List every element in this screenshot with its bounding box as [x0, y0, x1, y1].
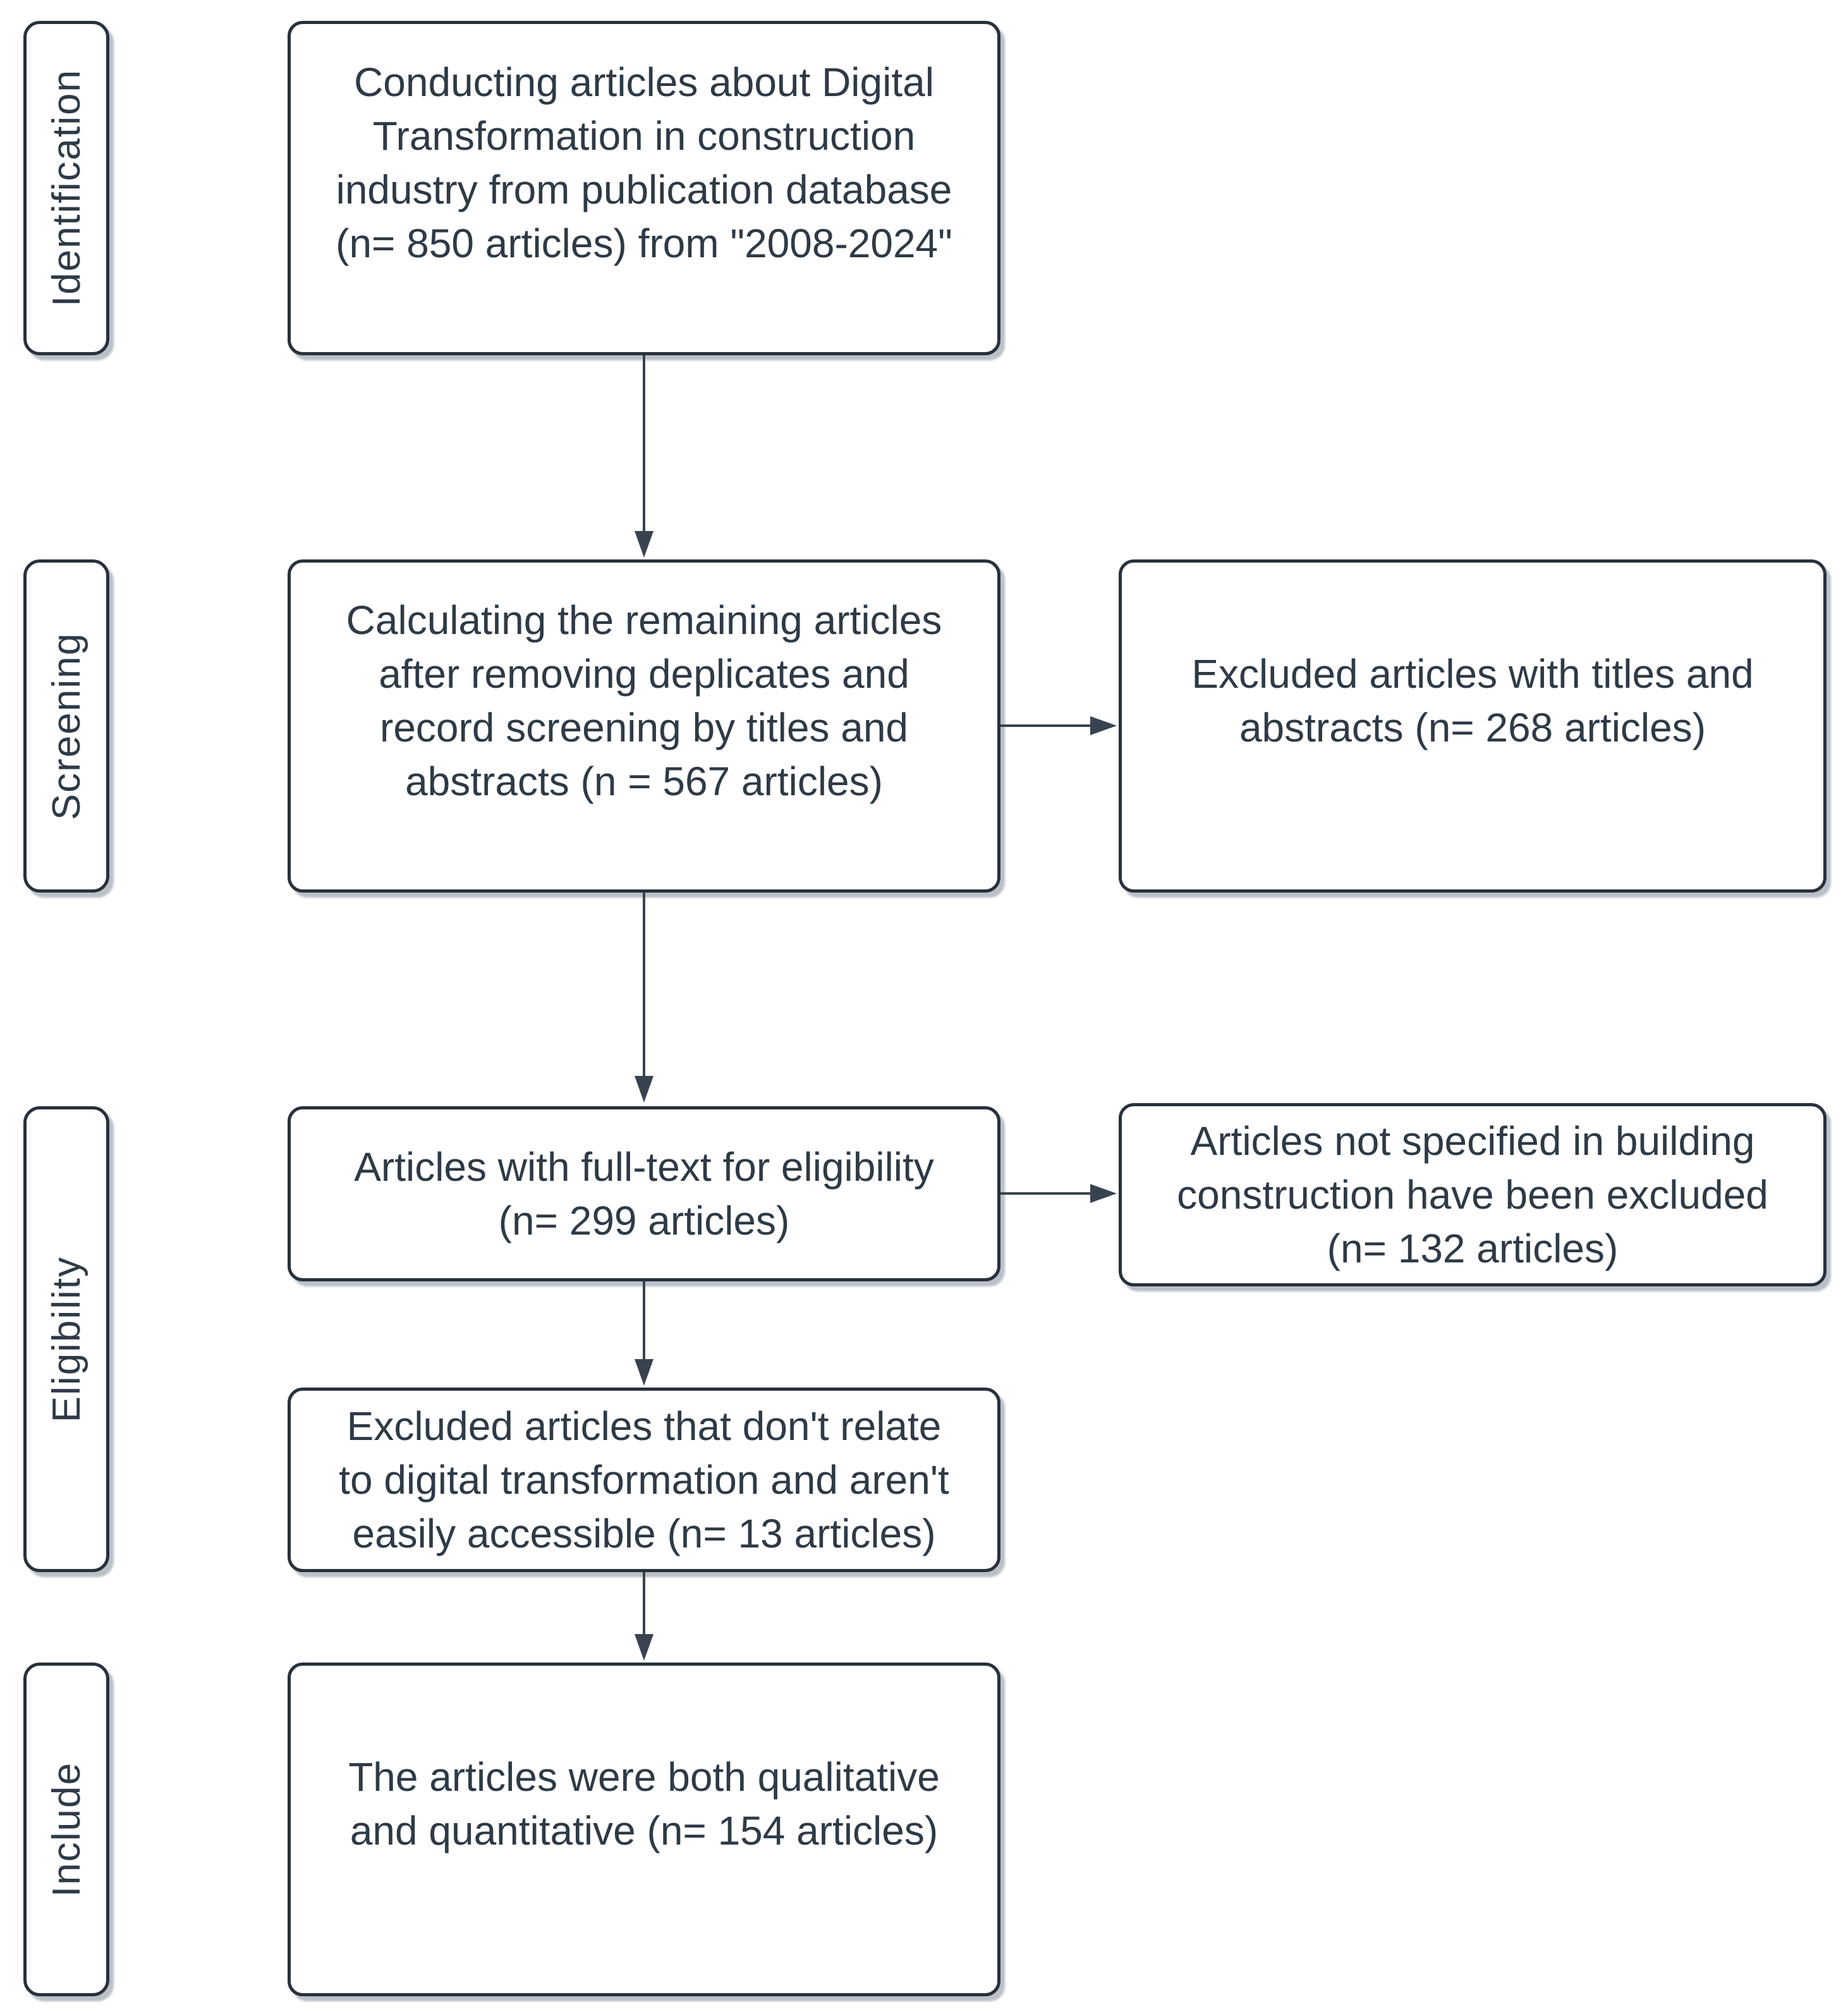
box-excluded-titles-abstracts-text: Excluded articles with titles and abstrac…: [1122, 647, 1823, 755]
box-fulltext-eligibility: Articles with full-text for eligibility (…: [288, 1106, 1000, 1281]
box-text-line: abstracts (n = 567 articles): [405, 758, 883, 804]
box-text-line: and quantitative (n= 154 articles): [350, 1808, 939, 1853]
stage-label-eligibility-text: Eligibility: [44, 1255, 88, 1423]
box-screening-remaining: Calculating the remaining articles after …: [288, 559, 1000, 893]
box-text-line: to digital transformation and aren't: [339, 1456, 949, 1503]
stage-label-include-text: Include: [44, 1762, 88, 1897]
box-text-line: Calculating the remaining articles: [346, 597, 942, 643]
box-text-line: construction have been excluded: [1177, 1171, 1768, 1218]
stage-label-identification-text: Identification: [44, 69, 88, 307]
arrow-screening-to-eligibility: [643, 893, 645, 1076]
box-text-line: easily accessible (n= 13 articles): [352, 1510, 936, 1556]
box-fulltext-eligibility-text: Articles with full-text for eligibility (…: [291, 1140, 997, 1248]
arrow-eligibility-to-include: [643, 1572, 645, 1634]
box-included-final-text: The articles were both qualitative and qu…: [291, 1750, 997, 1858]
box-text-line: Articles with full-text for eligibility: [354, 1144, 934, 1190]
arrow-screening-to-excluded-titles: [1000, 724, 1090, 727]
box-text-line: The articles were both qualitative: [348, 1754, 940, 1800]
arrow-fulltext-to-excluded-not-related: [643, 1281, 645, 1359]
box-text-line: record screening by titles and: [380, 704, 908, 750]
box-text-line: Articles not specified in building: [1190, 1118, 1755, 1164]
stage-label-screening: Screening: [23, 559, 109, 893]
arrow-fulltext-to-excluded-building: [1000, 1192, 1090, 1195]
stage-label-identification: Identification: [23, 21, 109, 355]
box-text-line: Conducting articles about Digital: [354, 59, 934, 105]
box-excluded-not-building-text: Articles not specified in building constr…: [1122, 1114, 1823, 1276]
box-text-line: Excluded articles with titles and: [1191, 650, 1754, 697]
box-text-line: after removing deplicates and: [379, 650, 909, 697]
box-text-line: abstracts (n= 268 articles): [1239, 704, 1706, 750]
box-text-line: (n= 850 articles) from "2008-2024": [336, 220, 952, 266]
box-screening-remaining-text: Calculating the remaining articles after …: [291, 594, 997, 809]
box-included-final: The articles were both qualitative and qu…: [288, 1663, 1000, 1996]
box-text-line: (n= 132 articles): [1327, 1225, 1619, 1271]
box-excluded-not-related-text: Excluded articles that don't relate to di…: [291, 1400, 997, 1561]
box-text-line: (n= 299 articles): [498, 1197, 790, 1243]
box-text-line: Excluded articles that don't relate: [346, 1403, 942, 1449]
stage-label-include: Include: [23, 1663, 109, 1996]
stage-label-screening-text: Screening: [44, 632, 88, 821]
box-excluded-titles-abstracts: Excluded articles with titles and abstrac…: [1119, 559, 1827, 893]
box-text-line: industry from publication database: [336, 166, 952, 212]
stage-label-eligibility: Eligibility: [23, 1106, 109, 1572]
arrow-identification-to-screening: [643, 355, 645, 531]
box-excluded-not-building: Articles not specified in building constr…: [1119, 1103, 1827, 1286]
box-excluded-not-related: Excluded articles that don't relate to di…: [288, 1388, 1000, 1572]
box-text-line: Transformation in construction: [372, 113, 916, 159]
